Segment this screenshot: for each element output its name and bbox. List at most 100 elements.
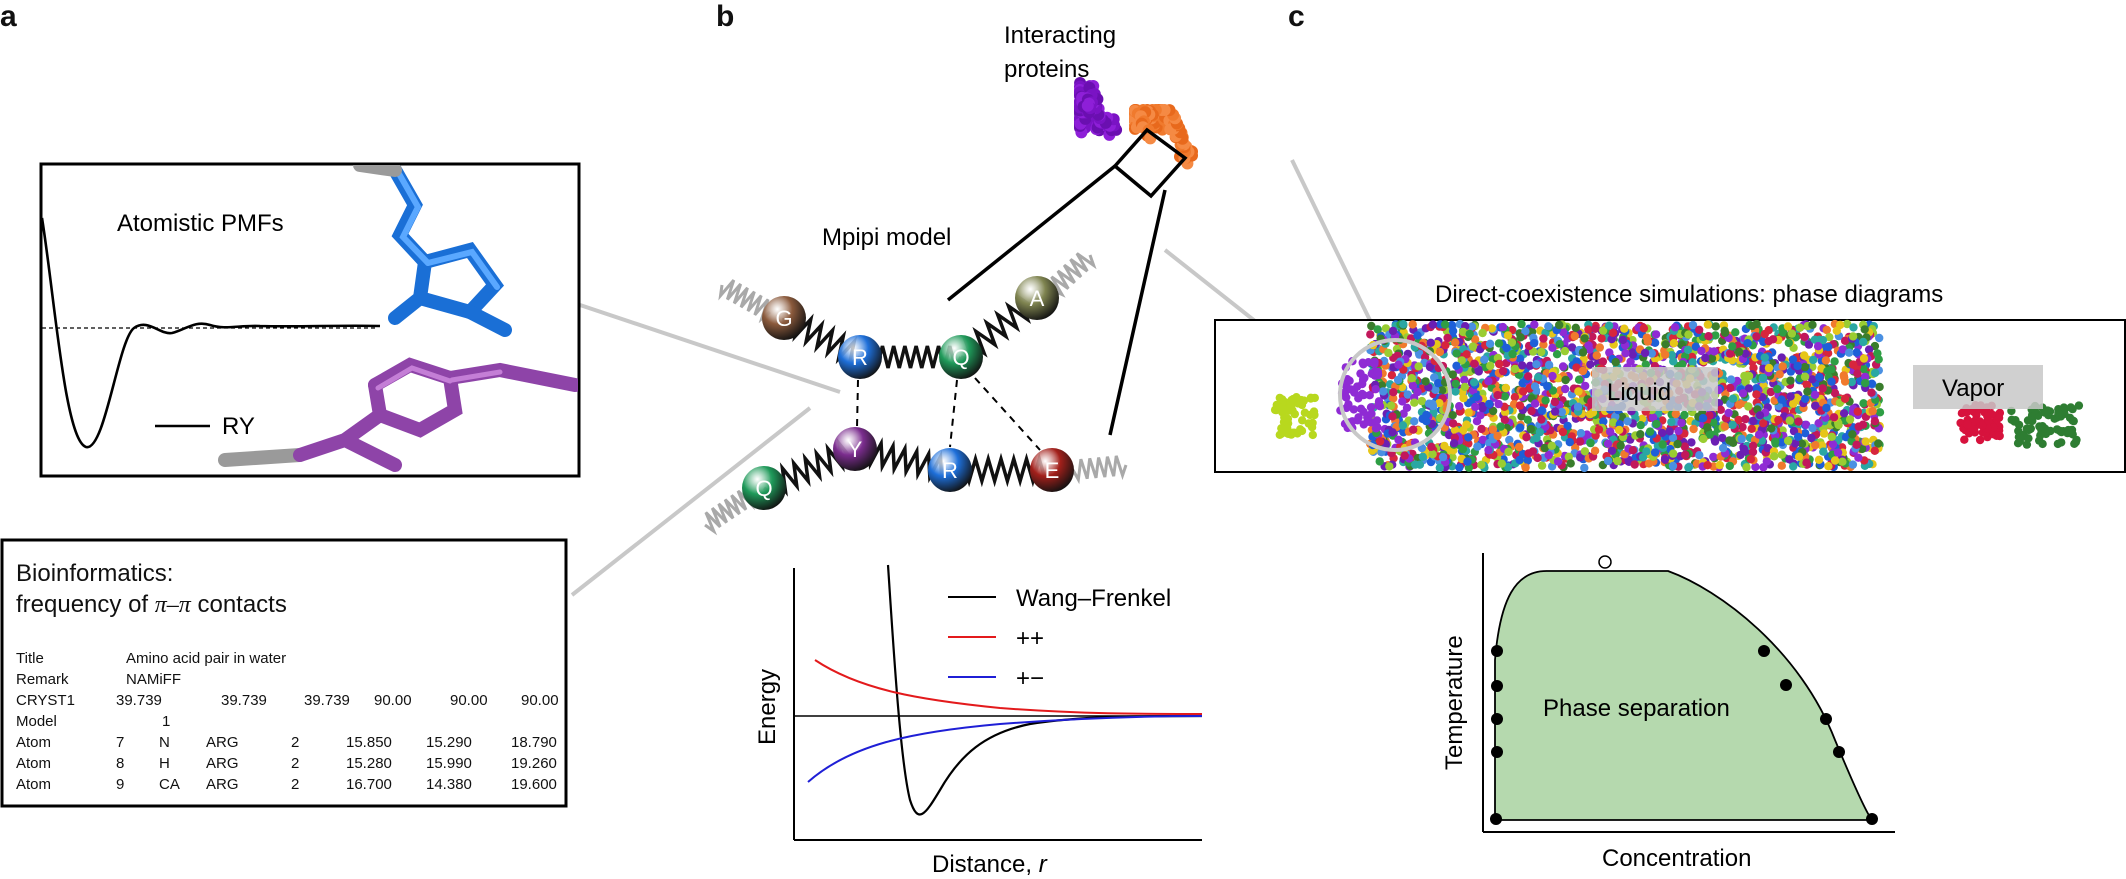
simulation-bead (1689, 424, 1698, 434)
simulation-bead (1408, 381, 1418, 390)
vapor-bead (1298, 416, 1307, 425)
simulation-bead (1705, 430, 1715, 439)
simulation-bead (1464, 439, 1473, 448)
simulation-bead (1517, 361, 1527, 370)
simulation-bead (1462, 350, 1471, 359)
simulation-bead (1367, 321, 1376, 331)
residue-bead (1015, 276, 1059, 320)
simulation-bead (1494, 339, 1504, 348)
vapor-bead (1277, 424, 1286, 433)
pdb-cell: Remark (16, 671, 69, 688)
pdb-cell: Atom (16, 755, 52, 772)
coexistence-points (1490, 645, 1878, 825)
simulation-bead (1744, 402, 1753, 411)
simulation-bead (1450, 425, 1460, 435)
proteins-label-line2: proteins (1004, 56, 1089, 83)
simulation-bead (1540, 443, 1550, 453)
simulation-bead (1628, 446, 1638, 455)
vapor-bead (2013, 439, 2023, 448)
residue-bead (833, 427, 877, 471)
simulation-bead (1787, 329, 1797, 338)
pdb-cell: 15.290 (426, 734, 472, 751)
simulation-bead (1738, 389, 1748, 398)
residue-letter: Q (755, 476, 772, 501)
simulation-bead (1752, 384, 1761, 393)
simulation-bead (1801, 394, 1810, 403)
simulation-bead (1459, 393, 1468, 403)
simulation-bead (1388, 326, 1398, 336)
simulation-bead (1496, 422, 1505, 431)
simulation-bead (1458, 444, 1468, 454)
simulation-bead (1437, 386, 1447, 395)
simulation-bead (1747, 424, 1756, 433)
simulation-bead (1680, 442, 1690, 451)
simulation-bead (1789, 462, 1798, 471)
simulation-bead (1794, 452, 1804, 461)
vapor-bead (2038, 439, 2047, 449)
pdb-cell: ARG (206, 755, 239, 772)
simulation-bead (1853, 369, 1862, 378)
simulation-bead (1636, 430, 1645, 439)
simulation-bead (1859, 354, 1869, 363)
simulation-bead (1762, 457, 1772, 466)
simulation-bead (1561, 384, 1570, 394)
critical-point (1598, 555, 1612, 569)
simulation-bead (1819, 447, 1828, 456)
bioinformatics-heading: Bioinformatics: frequency of π–π contact… (16, 558, 287, 621)
simulation-bead (1615, 425, 1624, 435)
zoom-indicator (946, 127, 1188, 436)
simulation-bead (1555, 340, 1564, 349)
simulation-bead (1648, 413, 1658, 422)
vapor-bead (1366, 403, 1376, 412)
protein-bead (1081, 99, 1094, 112)
simulation-bead (1636, 421, 1645, 430)
vapor-bead (2024, 425, 2034, 435)
simulation-bead (1818, 384, 1827, 393)
simulation-bead (1441, 341, 1450, 350)
simulation-bead (1802, 420, 1811, 429)
vapor-bead (1346, 385, 1356, 394)
simulation-bead (1503, 331, 1513, 340)
simulation-bead (1515, 455, 1524, 465)
simulation-bead (1824, 462, 1833, 471)
simulation-bead (1743, 339, 1752, 348)
simulation-bead (1564, 452, 1574, 461)
distance-axis-prefix: Distance, (932, 851, 1039, 878)
pdb-cell: Amino acid pair in water (126, 650, 287, 667)
simulation-bead (1421, 377, 1430, 386)
simulation-bead (1603, 456, 1613, 466)
simulation-bead (1591, 324, 1600, 333)
simulation-bead (1852, 440, 1861, 449)
simulation-bead (1829, 413, 1839, 422)
simulation-bead (1630, 460, 1639, 469)
simulation-bead (1674, 426, 1683, 436)
pmf-box (39, 162, 581, 478)
simulation-bead (1541, 396, 1550, 405)
residue-letter: Y (848, 437, 863, 462)
simulation-bead (1739, 444, 1749, 454)
simulation-bead (1658, 440, 1667, 449)
simulation-bead (1518, 387, 1528, 396)
simulation-bead (1783, 436, 1793, 445)
simulation-bead (1860, 325, 1869, 334)
simulation-bead (1840, 394, 1850, 403)
vapor-bead (2010, 417, 2019, 426)
mpipi-model-label: Mpipi model (822, 224, 951, 251)
simulation-bead (1760, 329, 1770, 339)
simulation-bead (1641, 360, 1651, 369)
residue-letter: R (852, 345, 868, 370)
simulation-bead (1537, 406, 1547, 415)
residue-bead (762, 296, 806, 340)
simulation-bead (1671, 409, 1681, 419)
simulation-bead (1822, 325, 1832, 335)
vapor-bead (1365, 391, 1374, 400)
simulation-bead (1451, 387, 1460, 396)
simulation-bead (1650, 448, 1660, 457)
simulation-bead (1838, 345, 1848, 354)
simulation-bead (1567, 343, 1577, 352)
simulation-bead (1425, 362, 1435, 372)
simulation-bead (1578, 366, 1588, 376)
simulation-bead (1822, 403, 1831, 413)
simulation-bead (1859, 337, 1868, 347)
simulation-bead (1864, 345, 1874, 354)
